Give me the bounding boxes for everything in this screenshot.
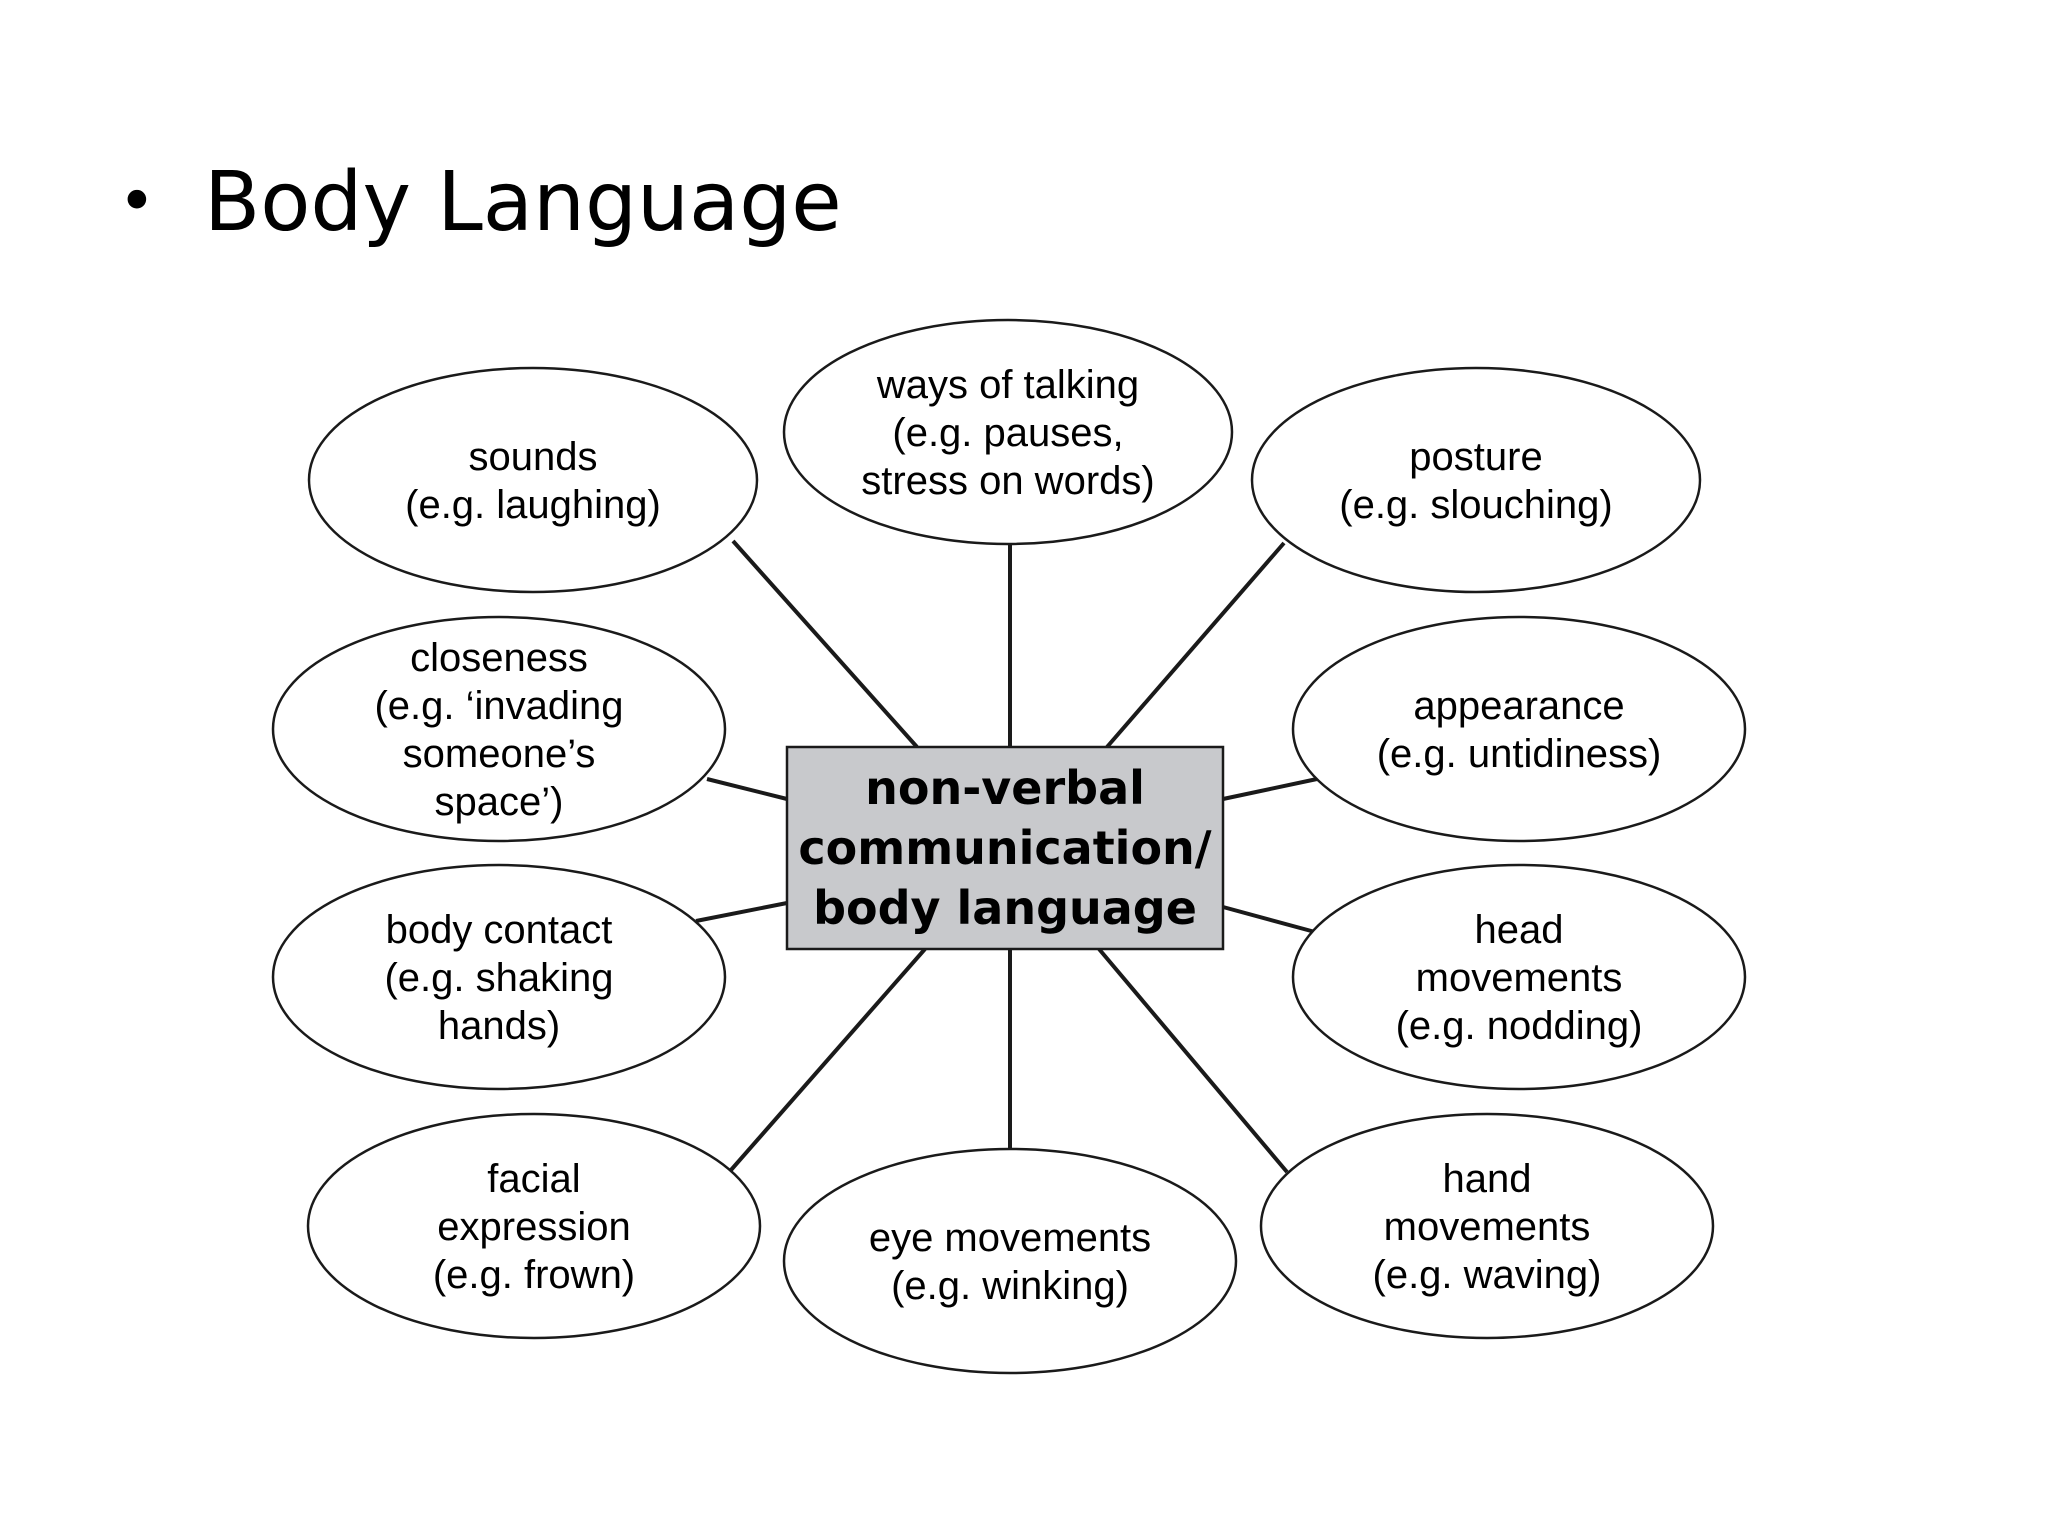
facial-expression-label: (e.g. frown) [433,1253,635,1297]
appearance-label: appearance [1413,684,1624,728]
body-contact-label: (e.g. shaking [384,956,613,1000]
eye-movements-label: (e.g. winking) [891,1264,1129,1308]
body-contact-connector [695,901,788,923]
head-movements-connector [1222,905,1316,934]
hand-movements-connector [1097,947,1289,1174]
body-contact-ellipse [271,863,727,1091]
hand-movements-label: movements [1384,1205,1591,1249]
sounds-label: (e.g. laughing) [405,483,661,527]
head-movements-label: (e.g. nodding) [1396,1004,1643,1048]
slide-title-text: Body Language [204,154,842,250]
node-sounds: sounds(e.g. laughing) [307,366,759,594]
body-contact-label: hands) [438,1004,560,1048]
node-posture: posture(e.g. slouching) [1250,366,1702,594]
center-label: body language [813,881,1197,935]
node-ways-of-talking: ways of talking(e.g. pauses,stress on wo… [782,318,1234,546]
appearance-label: (e.g. untidiness) [1377,732,1662,776]
facial-expression-label: facial [487,1157,580,1201]
closeness-connector [706,777,788,801]
center-box [785,745,1225,951]
node-eye-movements: eye movements(e.g. winking) [782,1147,1238,1375]
hand-movements-label: (e.g. waving) [1373,1253,1602,1297]
facial-expression-label: expression [437,1205,630,1249]
center-label: communication/ [798,821,1211,875]
center-node: non-verbal communication/body language [785,745,1225,951]
closeness-label: space’) [435,780,564,824]
connector-lines [695,539,1318,1174]
closeness-ellipse [271,615,727,843]
closeness-label: someone’s [403,732,596,776]
head-movements-label: head [1475,908,1564,952]
closeness-label: (e.g. ‘invading [374,684,623,728]
node-appearance: appearance(e.g. untidiness) [1291,615,1747,843]
closeness-label: closeness [410,636,588,680]
appearance-ellipse [1291,615,1747,843]
posture-label: (e.g. slouching) [1339,483,1612,527]
eye-movements-label: eye movements [869,1216,1151,1260]
hand-movements-label: hand [1443,1157,1532,1201]
head-movements-ellipse [1291,863,1747,1091]
ways-of-talking-label: (e.g. pauses, [892,411,1123,455]
appearance-connector [1222,777,1318,801]
facial-expression-ellipse [306,1112,762,1340]
center-label: non-verbal [865,761,1145,815]
posture-label: posture [1409,435,1542,479]
diagram-nodes: sounds(e.g. laughing)ways of talking(e.g… [271,318,1747,1375]
bullet-point: • [118,165,156,239]
posture-connector [1105,541,1286,749]
facial-expression-connector [729,947,927,1172]
ways-of-talking-ellipse [782,318,1234,546]
ways-of-talking-label: ways of talking [876,363,1139,407]
slide-title: • Body Language [118,152,842,252]
body-contact-label: body contact [386,908,613,952]
eye-movements-ellipse [782,1147,1238,1375]
posture-ellipse [1250,366,1702,594]
sounds-label: sounds [469,435,598,479]
hand-movements-ellipse [1259,1112,1715,1340]
sounds-connector [731,539,919,749]
sounds-ellipse [307,366,759,594]
head-movements-label: movements [1416,956,1623,1000]
ways-of-talking-label: stress on words) [861,459,1154,503]
